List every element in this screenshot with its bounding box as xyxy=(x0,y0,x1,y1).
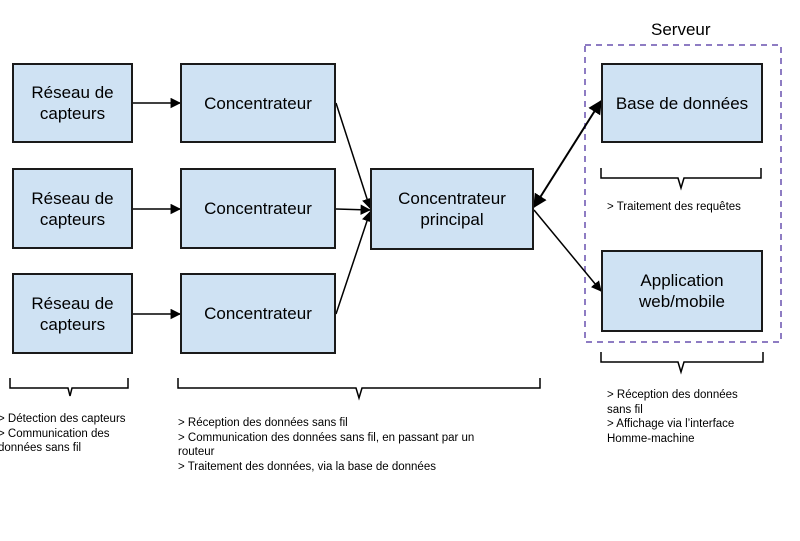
sensor-network-label: Réseau de capteurs xyxy=(31,293,114,334)
application-box: Application web/mobile xyxy=(601,250,763,332)
sensors-note: > Détection des capteurs > Communication… xyxy=(0,413,126,454)
brace-application xyxy=(600,352,764,375)
database-label: Base de données xyxy=(615,93,749,113)
concentrator-box-2: Concentrateur xyxy=(180,168,336,249)
sensor-network-label: Réseau de capteurs xyxy=(31,83,114,123)
brace-concentrators xyxy=(177,378,541,401)
concentrator-label: Concentrateur xyxy=(204,93,312,113)
sensor-network-box-2: Réseau de capteurs xyxy=(12,168,133,249)
concentrators-note: > Réception des données sans fil > Commu… xyxy=(178,417,475,473)
sensor-network-box-1: Réseau de capteurs xyxy=(12,63,133,143)
concentrator-box-3: Concentrateur xyxy=(180,273,336,354)
arrow-concentrator3-main xyxy=(335,211,372,315)
sensor-network-label: Réseau de capteurs xyxy=(31,188,114,229)
application-note: > Réception des données sans fil > Affic… xyxy=(607,389,738,445)
main-concentrator-label: Concentrateur principal xyxy=(398,189,506,229)
sensor-network-box-3: Réseau de capteurs xyxy=(12,273,133,354)
arrow-main-database xyxy=(533,99,602,209)
application-label: Application web/mobile xyxy=(639,271,725,311)
concentrator-label: Concentrateur xyxy=(204,304,312,323)
arrow-main-application xyxy=(533,209,602,292)
server-title: Serveur xyxy=(651,20,711,39)
arrow-concentrator1-main xyxy=(335,102,373,209)
brace-sensors xyxy=(9,378,129,397)
concentrator-box-1: Concentrateur xyxy=(180,63,336,143)
database-box: Base de données xyxy=(601,63,763,143)
database-note: > Traitement des requêtes xyxy=(607,201,741,213)
main-concentrator-box: Concentrateur principal xyxy=(370,168,534,250)
concentrator-label: Concentrateur xyxy=(204,199,312,218)
arrow-concentrator2-main xyxy=(335,204,372,215)
brace-database xyxy=(600,168,762,191)
